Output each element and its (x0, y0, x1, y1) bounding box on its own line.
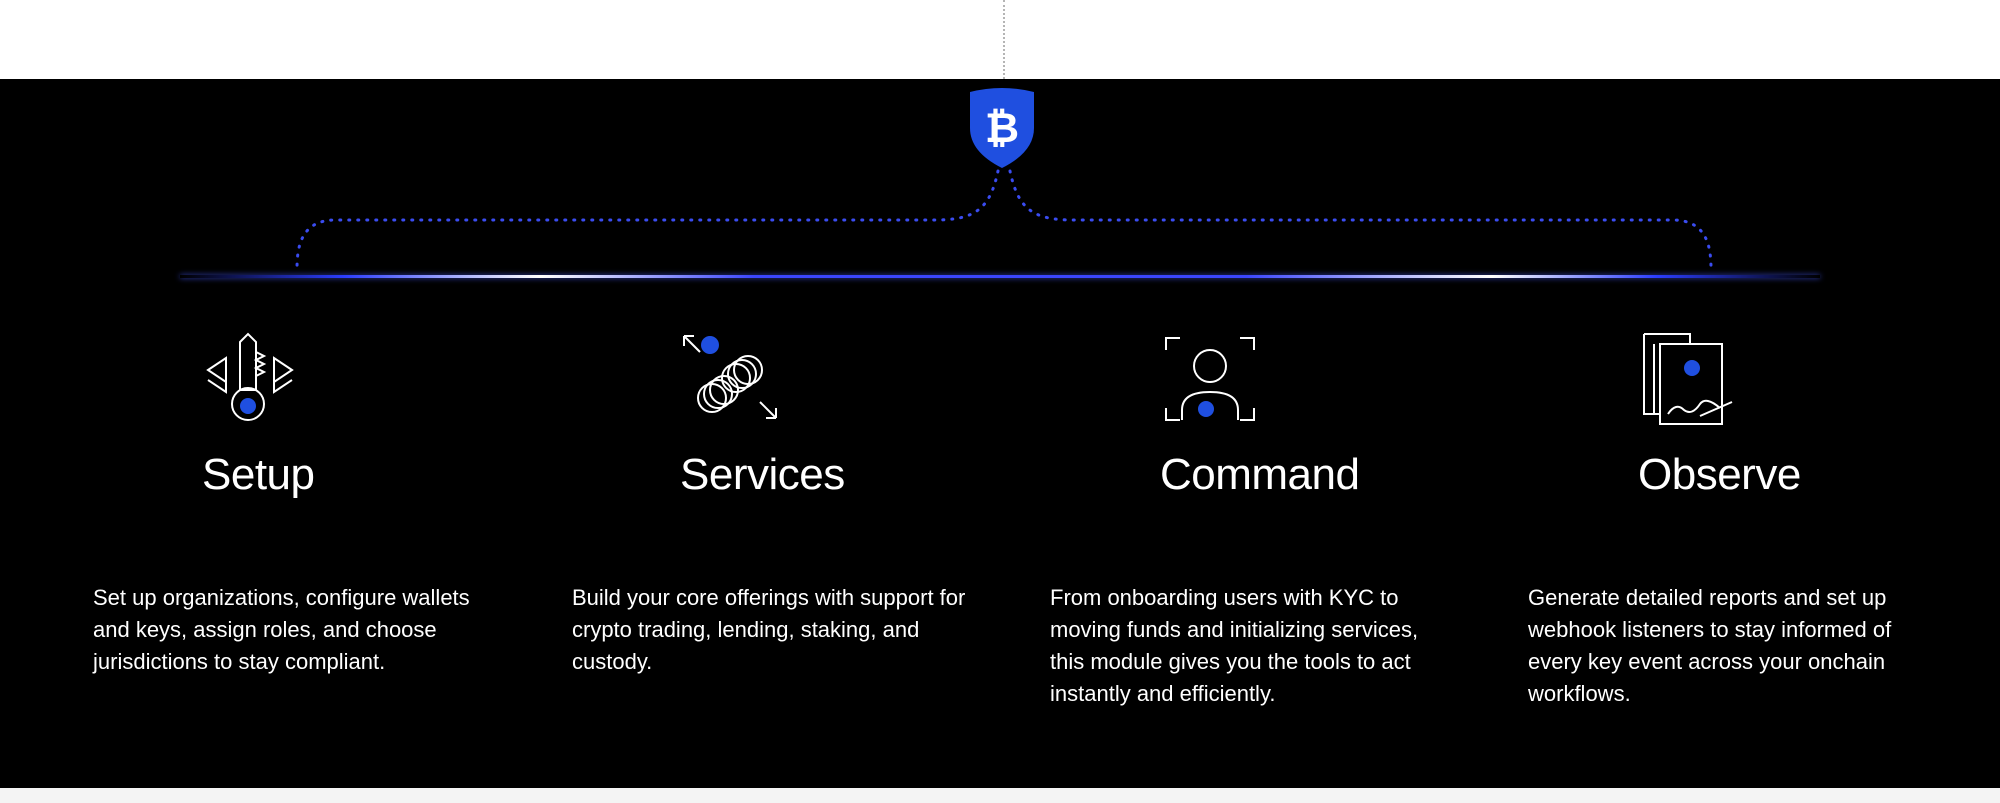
bitcoin-shield-icon: ₿ (964, 86, 1040, 170)
module-title: Services (680, 450, 845, 499)
top-section (0, 0, 2000, 79)
module-observe: Observe (1638, 330, 2000, 499)
vertical-dotted-connector (1003, 0, 1005, 79)
module-description: Build your core offerings with support f… (572, 585, 966, 674)
svg-text:₿: ₿ (985, 103, 1019, 152)
module-description: From onboarding users with KYC to moving… (1050, 585, 1419, 706)
module-services: Services (680, 330, 1100, 499)
branch-connector-lines (295, 169, 1713, 271)
module-title: Setup (202, 450, 315, 499)
module-setup: Setup (200, 330, 620, 499)
key-unlock-icon (200, 330, 300, 430)
module-description: Generate detailed reports and set up web… (1528, 585, 1892, 706)
modules-panel (0, 79, 2000, 788)
module-title: Command (1160, 450, 1360, 499)
module-command: Command (1160, 330, 1580, 499)
module-title: Observe (1638, 450, 1801, 499)
module-description: Set up organizations, configure wallets … (93, 585, 470, 674)
horizontal-glow-line (180, 275, 1820, 278)
report-document-icon (1640, 330, 1740, 430)
coin-exchange-icon (680, 330, 780, 430)
bottom-divider-strip (0, 788, 2000, 803)
user-scan-icon (1160, 330, 1260, 430)
